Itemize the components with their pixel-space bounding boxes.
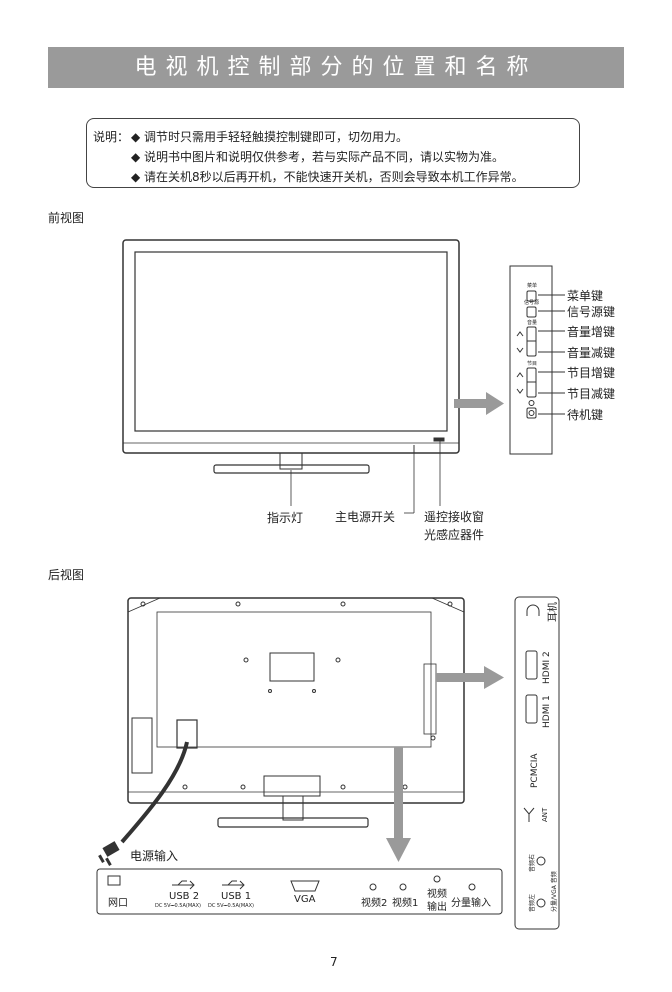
video2-label: 视频2 [361,898,388,909]
video1-label: 视频1 [392,898,419,909]
note-item: ◆ 调节时只需用手轻轻触摸控制键即可，切勿用力。 [131,130,409,144]
rear-view-heading: 后视图 [48,568,85,582]
panel-mark: 菜单 [527,283,538,289]
note-item: ◆ 请在关机8秒以后再开机，不能快速开关机，否则会导致本机工作异常。 [131,170,524,184]
component-audio-label: 分量/VGA 音频 [551,871,558,912]
hdmi2-label: HDMI 2 [542,651,552,684]
panel-mark: 节目 [527,361,538,367]
note-box: 说明： ◆ 调节时只需用手轻轻触摸控制键即可，切勿用力。 ◆ 说明书中图片和说明… [86,118,580,188]
lan-label: 网口 [108,898,128,909]
key-label-source: 信号源键 [567,305,616,319]
key-label-vol-down: 音量减键 [567,346,616,360]
key-label-menu: 菜单键 [567,289,604,303]
front-view-heading: 前视图 [48,211,85,225]
power-plug-icon [98,841,120,866]
main-power-label: 主电源开关 [335,510,396,524]
usb1-label: USB 1 [221,891,252,902]
ir-window-label: 遥控接收窗 [424,510,485,524]
power-input-label: 电源输入 [130,849,179,863]
panel-mark: 信号源 [524,300,540,306]
note-item: ◆ 说明书中图片和说明仅供参考，若与实际产品不同，请以实物为准。 [131,150,505,164]
headphone-label: 耳机 [548,602,559,622]
key-label-ch-up: 节目增键 [567,366,616,380]
hdmi1-label: HDMI 1 [542,695,552,728]
key-label-standby: 待机键 [567,408,604,422]
page-title: 电视机控制部分的位置和名称 [48,47,624,88]
note-label: 说明： [93,130,130,144]
indicator-label: 指示灯 [267,511,304,525]
video-out-label-2: 输出 [427,902,447,913]
key-label-vol-up: 音量增键 [567,325,616,339]
side-key-panel [509,265,565,455]
right-arrow-icon [436,666,504,689]
panel-mark: 音量 [527,320,538,326]
page-number: 7 [330,955,338,969]
video-out-label: 视频 [427,889,447,900]
audio-right-label: 音频右 [529,853,536,872]
down-arrow-icon [386,747,411,862]
key-label-ch-down: 节目减键 [567,387,616,401]
usb1-spec: DC 5V⎓0.5A(MAX) [208,903,254,909]
side-port-panel [514,596,560,930]
audio-left-label: 音频左 [529,893,536,912]
rear-tv-illustration [120,597,465,844]
usb2-label: USB 2 [169,891,200,902]
vga-label: VGA [294,894,316,905]
right-arrow-icon [454,392,504,415]
light-sensor-label: 光感应器件 [424,528,485,542]
component-in-label: 分量输入 [451,898,491,909]
front-tv-illustration [122,239,460,514]
pcmcia-label: PCMCIA [530,753,540,788]
ant-label: ANT [541,807,549,822]
bottom-port-panel [96,868,503,915]
usb2-spec: DC 5V⎓0.5A(MAX) [155,903,201,909]
